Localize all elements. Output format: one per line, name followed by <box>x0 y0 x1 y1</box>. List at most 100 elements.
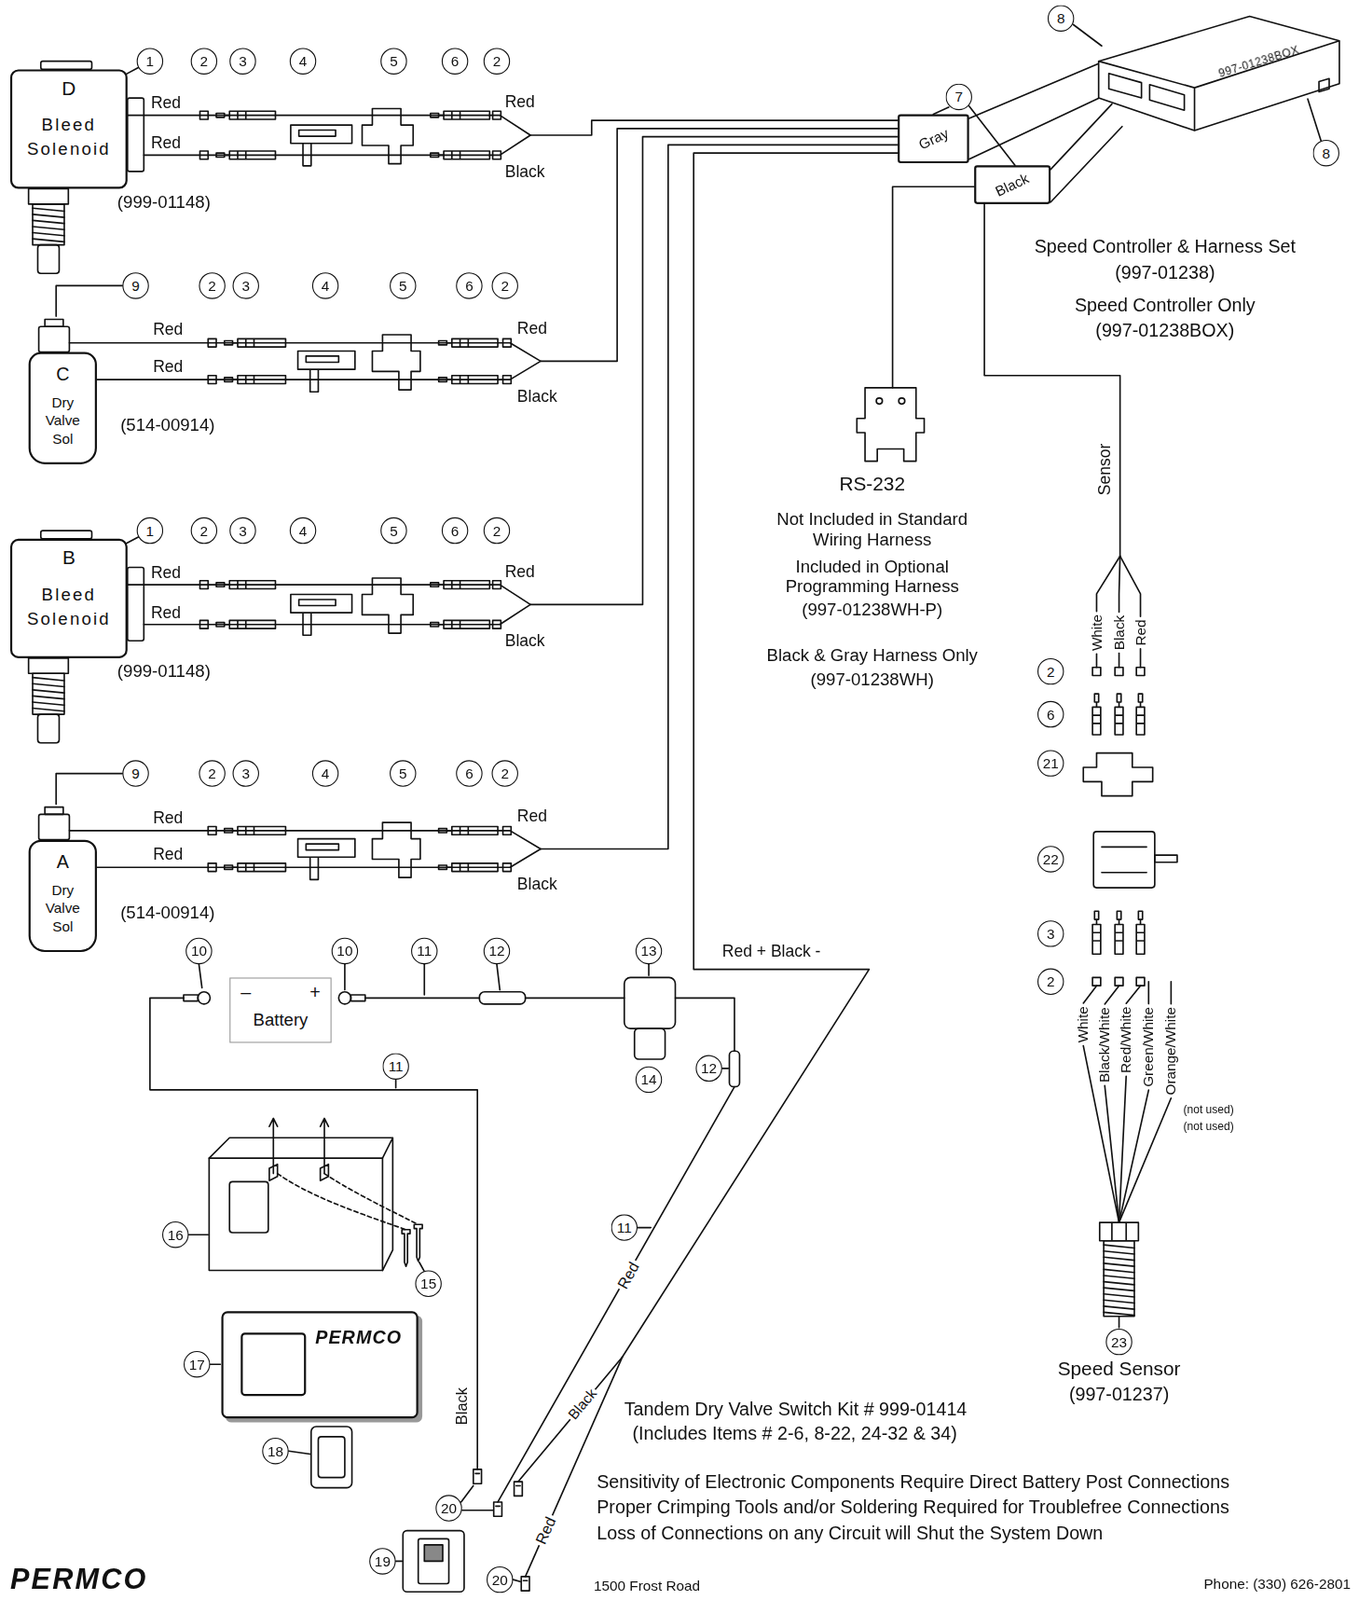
thread-line <box>1103 1281 1135 1285</box>
thread-line <box>32 695 65 699</box>
wire-color: Red <box>151 602 181 622</box>
note: (not used) <box>1183 1119 1235 1133</box>
wire-terminal <box>200 110 209 120</box>
callout-number: 8 <box>1312 139 1339 166</box>
controller-edge <box>1098 41 1340 131</box>
wire <box>1096 653 1099 667</box>
leader-line <box>288 1450 311 1454</box>
sensor-connector <box>1083 753 1153 797</box>
wire <box>1120 555 1141 617</box>
thread-line <box>32 689 65 693</box>
wire-color: Red <box>517 806 548 826</box>
callout-number: 11 <box>382 1052 409 1079</box>
thread-line <box>32 207 65 211</box>
callout-number: 5 <box>389 272 416 299</box>
crimp-pin <box>1092 910 1101 954</box>
part-number: (999-01148) <box>117 661 211 683</box>
solenoid-lead-boss <box>127 566 145 641</box>
wire <box>1104 985 1119 1004</box>
callout-number: 13 <box>635 937 662 964</box>
leader-line <box>1118 1316 1121 1328</box>
part-number: (514-00914) <box>120 902 215 923</box>
screw <box>413 1223 423 1261</box>
rocker-switch-inner <box>418 1537 450 1583</box>
wire-tab <box>269 1164 329 1181</box>
callout-number: 2 <box>483 517 510 544</box>
callout-number: 5 <box>389 759 416 786</box>
callout-number: 23 <box>1105 1328 1132 1355</box>
callout-number: 2 <box>483 47 510 74</box>
leader-line <box>637 1226 651 1229</box>
switch-bezel <box>311 1426 353 1488</box>
inline-fuse <box>479 991 525 1004</box>
thread-line <box>1103 1275 1135 1278</box>
note: Included in Optional Programming Harness <box>749 556 995 599</box>
leader-line <box>722 1067 729 1070</box>
speed-controller: 997-01238BOX <box>1096 12 1342 133</box>
wire-terminal <box>493 619 502 629</box>
wire-terminal <box>207 375 217 385</box>
wire <box>518 1357 623 1483</box>
callout-number: 15 <box>414 1270 441 1297</box>
wire <box>1083 985 1097 1003</box>
address: 1500 Frost Road <box>593 1577 701 1594</box>
switch-window <box>241 1332 305 1395</box>
leader-line <box>461 1484 474 1502</box>
valve-thread <box>32 672 65 714</box>
thread-line <box>32 214 65 218</box>
switch-box <box>208 1157 383 1270</box>
leader-line <box>395 1079 398 1088</box>
wire <box>143 135 531 155</box>
note: Not Included in Standard Wiring Harness <box>749 509 995 552</box>
callout-number: 6 <box>1037 700 1064 728</box>
thread-line <box>32 219 65 223</box>
leader-line <box>188 1233 208 1236</box>
wire <box>1119 1075 1127 1222</box>
callout-number: 3 <box>229 517 256 544</box>
crimp-pin <box>439 863 498 872</box>
solenoid-nut <box>39 326 70 352</box>
rocker-switch <box>402 1530 465 1593</box>
wire-terminal <box>1136 667 1145 676</box>
switch-faceplate: PERMCO <box>220 1310 418 1418</box>
rs232-adapter <box>856 387 924 462</box>
callout-number: 22 <box>1037 845 1064 872</box>
thread-line <box>1103 1311 1135 1315</box>
crimp-pin <box>439 825 498 835</box>
wire <box>1118 653 1121 668</box>
wire-color: Black <box>562 1383 602 1425</box>
callout-number: 3 <box>233 759 260 786</box>
housing-line <box>1101 871 1147 874</box>
callout-number: 2 <box>492 272 519 299</box>
node-label: Black <box>993 169 1032 200</box>
leader-line <box>343 963 346 989</box>
wire <box>365 997 481 1000</box>
wire-color: Red <box>152 807 183 827</box>
thread-line <box>1103 1244 1135 1248</box>
callout-number: 5 <box>380 517 407 544</box>
controller-socket <box>1109 73 1185 110</box>
callout-number: 20 <box>486 1565 513 1593</box>
wire <box>674 997 734 1051</box>
connector-name: RS-232 <box>838 472 906 496</box>
leader-line <box>209 1362 220 1365</box>
company-logo: PERMCO <box>10 1562 149 1597</box>
wire-terminal <box>200 619 209 629</box>
wire <box>1104 1084 1119 1222</box>
callout-number: 2 <box>198 759 225 786</box>
controller-drawing <box>1098 16 1340 132</box>
hidden-wire <box>324 1173 419 1225</box>
wire-color: Black <box>505 161 546 181</box>
wire-terminal <box>200 580 209 590</box>
fuse-holder <box>624 976 676 1029</box>
wire-color: Orange/White <box>1162 1006 1180 1096</box>
ring-terminal <box>197 991 210 1004</box>
wire-connector <box>96 144 898 867</box>
callout-number: 4 <box>312 759 339 786</box>
valve-thread <box>32 204 65 246</box>
phone: Phone: (330) 626-2801 <box>1203 1574 1351 1592</box>
valve-tip <box>37 713 59 743</box>
wire-terminal <box>1092 976 1101 986</box>
crimp-pin <box>224 338 287 347</box>
leader-line <box>933 107 948 115</box>
